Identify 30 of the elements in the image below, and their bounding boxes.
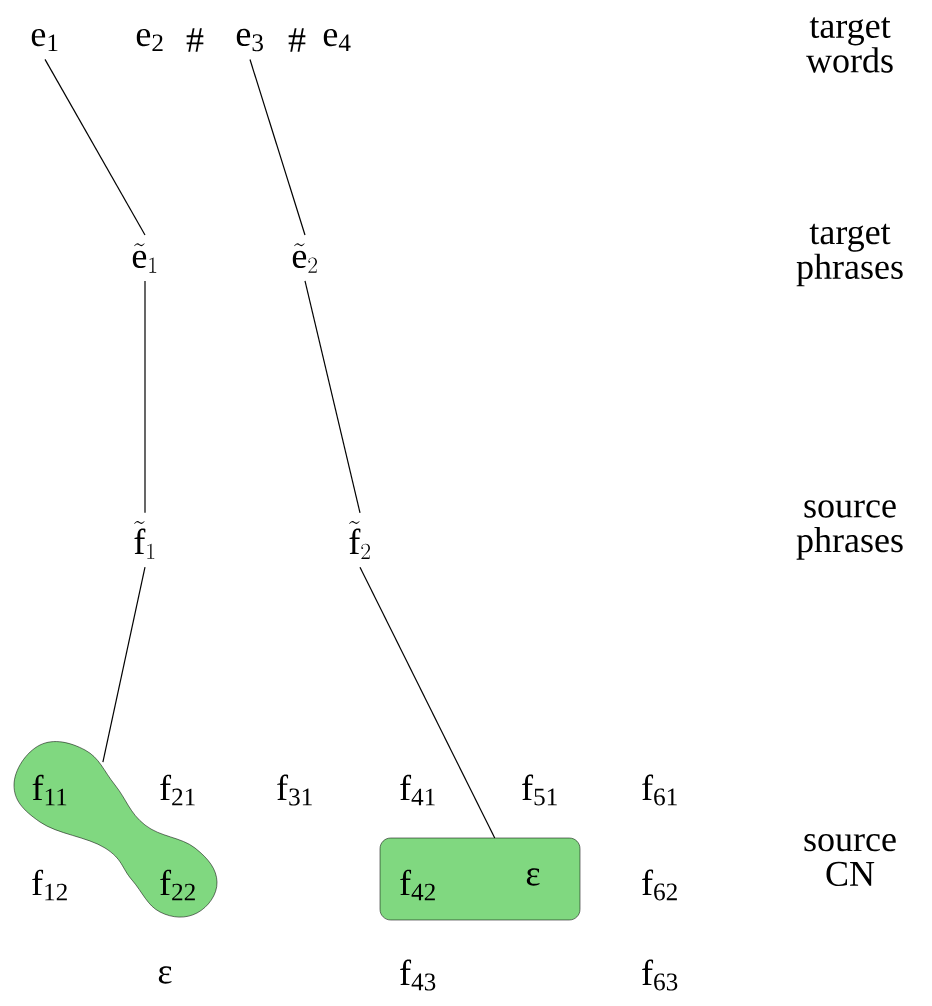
word: f$_{63}$ xyxy=(642,959,678,991)
word: # xyxy=(186,28,204,52)
word: # xyxy=(288,28,306,52)
word: f$_{12}$ xyxy=(32,869,67,901)
word: $\tilde{\mathrm{e}}_{2}$ xyxy=(292,243,317,273)
word: $\tilde{\mathrm{f}}_{1}$ xyxy=(134,521,155,559)
connector-line xyxy=(359,566,496,839)
row-label: target words xyxy=(806,17,893,73)
highlight-group: f$_{42}$ ε xyxy=(379,837,581,921)
word: f$_{21}$ xyxy=(160,774,195,806)
row-label: source CN xyxy=(804,834,896,886)
word: f$_{62}$ xyxy=(642,869,677,901)
word: f$_{61}$ xyxy=(642,774,677,806)
word: f$_{31}$ xyxy=(277,774,312,806)
row-label: target phrases xyxy=(796,223,903,287)
word: $\tilde{\mathrm{e}}_{1}$ xyxy=(132,243,157,273)
word: $\tilde{\mathrm{f}}_{2}$ xyxy=(349,521,370,559)
connector-line xyxy=(249,58,306,236)
connector-line xyxy=(144,280,146,514)
word: f$_{43}$ xyxy=(400,959,436,991)
connector-line xyxy=(44,58,146,236)
word: e$_{2}$ xyxy=(136,28,163,52)
row-label: source phrases xyxy=(796,500,903,560)
connector-line xyxy=(102,566,146,763)
word: f$_{41}$ xyxy=(400,774,435,806)
word: e$_{4}$ xyxy=(323,28,351,52)
word: e$_{1}$ xyxy=(31,28,58,52)
connector-line xyxy=(304,280,361,514)
word: e$_{3}$ xyxy=(236,28,263,52)
word: ε xyxy=(158,966,172,984)
